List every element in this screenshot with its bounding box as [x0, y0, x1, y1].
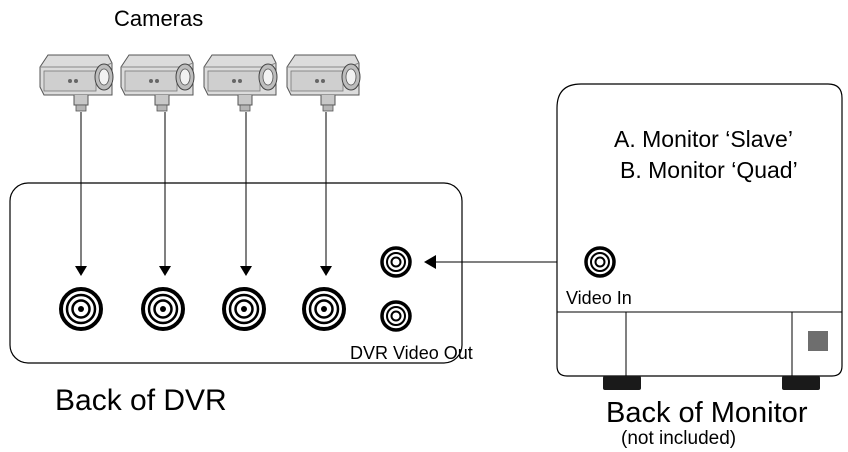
- camera-1: [39, 54, 114, 112]
- monitor-video-in-connector: [584, 246, 616, 278]
- dvr-input-connector-3: [222, 287, 266, 331]
- dvr-input-connector-4: [302, 287, 346, 331]
- monitor-foot-left: [603, 376, 641, 390]
- dvr-input-connector-2: [141, 287, 185, 331]
- dvr-video-out-connector-2: [380, 300, 412, 332]
- back-of-monitor-label: Back of Monitor: [606, 397, 808, 429]
- monitor-foot-right: [782, 376, 820, 390]
- monitor-button: [808, 331, 828, 351]
- video-in-label: Video In: [566, 288, 632, 308]
- monitor-quad-label: B. Monitor ‘Quad’: [620, 157, 798, 183]
- dvr-video-out-label: DVR Video Out: [350, 343, 473, 363]
- input-arrowheads: [75, 266, 332, 276]
- cameras-label: Cameras: [114, 6, 204, 31]
- monitor-back-panel: [556, 83, 843, 377]
- dvr-video-out-connector-1: [380, 246, 412, 278]
- monitor-slave-label: A. Monitor ‘Slave’: [614, 126, 793, 152]
- dvr-back-panel: [9, 182, 463, 364]
- not-included-label: (not included): [621, 428, 737, 449]
- dvr-input-connector-1: [59, 287, 103, 331]
- camera-3: [203, 54, 278, 112]
- camera-2: [120, 54, 195, 112]
- camera-4: [286, 54, 361, 112]
- camera-cable-arrows: [80, 112, 327, 266]
- back-of-dvr-label: Back of DVR: [55, 384, 227, 417]
